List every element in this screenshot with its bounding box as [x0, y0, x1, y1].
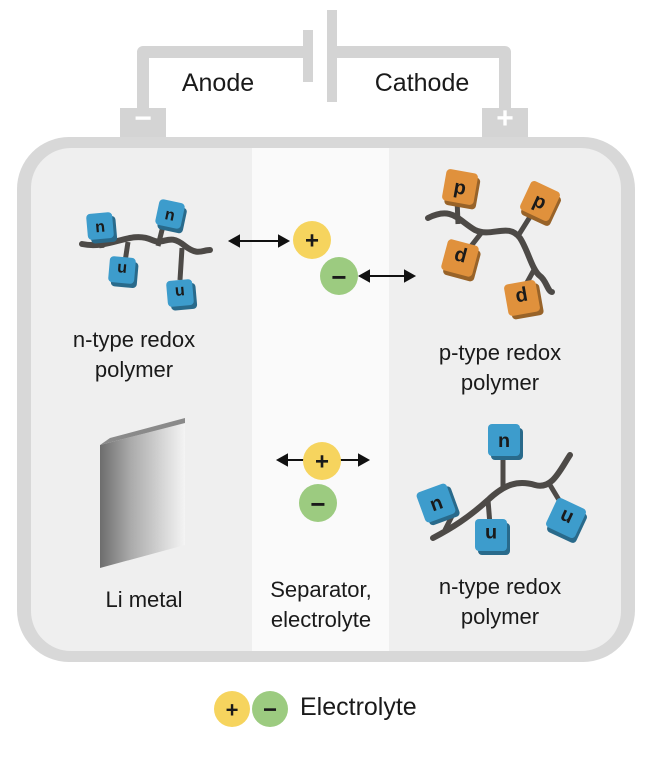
n-unit: n: [155, 199, 187, 234]
legend-label: Electrolyte: [300, 693, 417, 721]
svg-text:+: +: [305, 228, 319, 255]
n-unit: n: [86, 212, 118, 244]
capacitor-plate-right: [327, 10, 337, 102]
legend-cation-icon: +: [214, 691, 250, 727]
svg-text:+: +: [226, 698, 239, 723]
negative-terminal: [120, 108, 166, 140]
n-unit-inverted: n: [166, 279, 198, 311]
circuit-wire: [137, 46, 511, 118]
n-unit-inverted: n: [546, 498, 587, 543]
p-unit-inverted: p: [441, 239, 481, 282]
li-metal-slab: [100, 418, 185, 568]
anode-label: Anode: [181, 69, 255, 97]
n-unit-inverted: n: [108, 256, 139, 288]
anion-ion: −: [299, 484, 337, 522]
svg-text:−: −: [310, 489, 325, 519]
legend-anion-icon: −: [252, 691, 288, 727]
capacitor-plate-left: [303, 30, 313, 82]
n-unit: n: [416, 483, 460, 526]
separator-label: Separator,electrolyte: [270, 577, 372, 632]
p-unit: p: [442, 169, 481, 210]
svg-text:−: −: [331, 262, 346, 292]
svg-text:−: −: [263, 697, 277, 724]
svg-text:n: n: [485, 523, 497, 545]
cation-ion: +: [303, 442, 341, 480]
negative-terminal-symbol: −: [134, 102, 152, 135]
p-unit: p: [520, 181, 561, 226]
cathode-label: Cathode: [374, 69, 470, 97]
svg-text:n: n: [116, 260, 127, 279]
svg-text:n: n: [163, 205, 176, 225]
svg-text:p: p: [514, 285, 530, 309]
li-metal-label: Li metal: [105, 587, 183, 612]
svg-text:p: p: [452, 176, 468, 200]
anion-ion: −: [320, 257, 358, 295]
n-unit-inverted: n: [475, 519, 510, 555]
positive-terminal-symbol: +: [496, 102, 514, 135]
svg-text:+: +: [315, 449, 329, 476]
svg-text:n: n: [498, 430, 510, 452]
cation-ion: +: [293, 221, 331, 259]
svg-text:n: n: [94, 218, 105, 237]
n-unit: n: [488, 424, 523, 460]
svg-text:n: n: [174, 283, 185, 302]
positive-terminal: [482, 108, 528, 140]
p-unit-inverted: p: [504, 280, 544, 320]
svg-text:p: p: [452, 245, 469, 269]
